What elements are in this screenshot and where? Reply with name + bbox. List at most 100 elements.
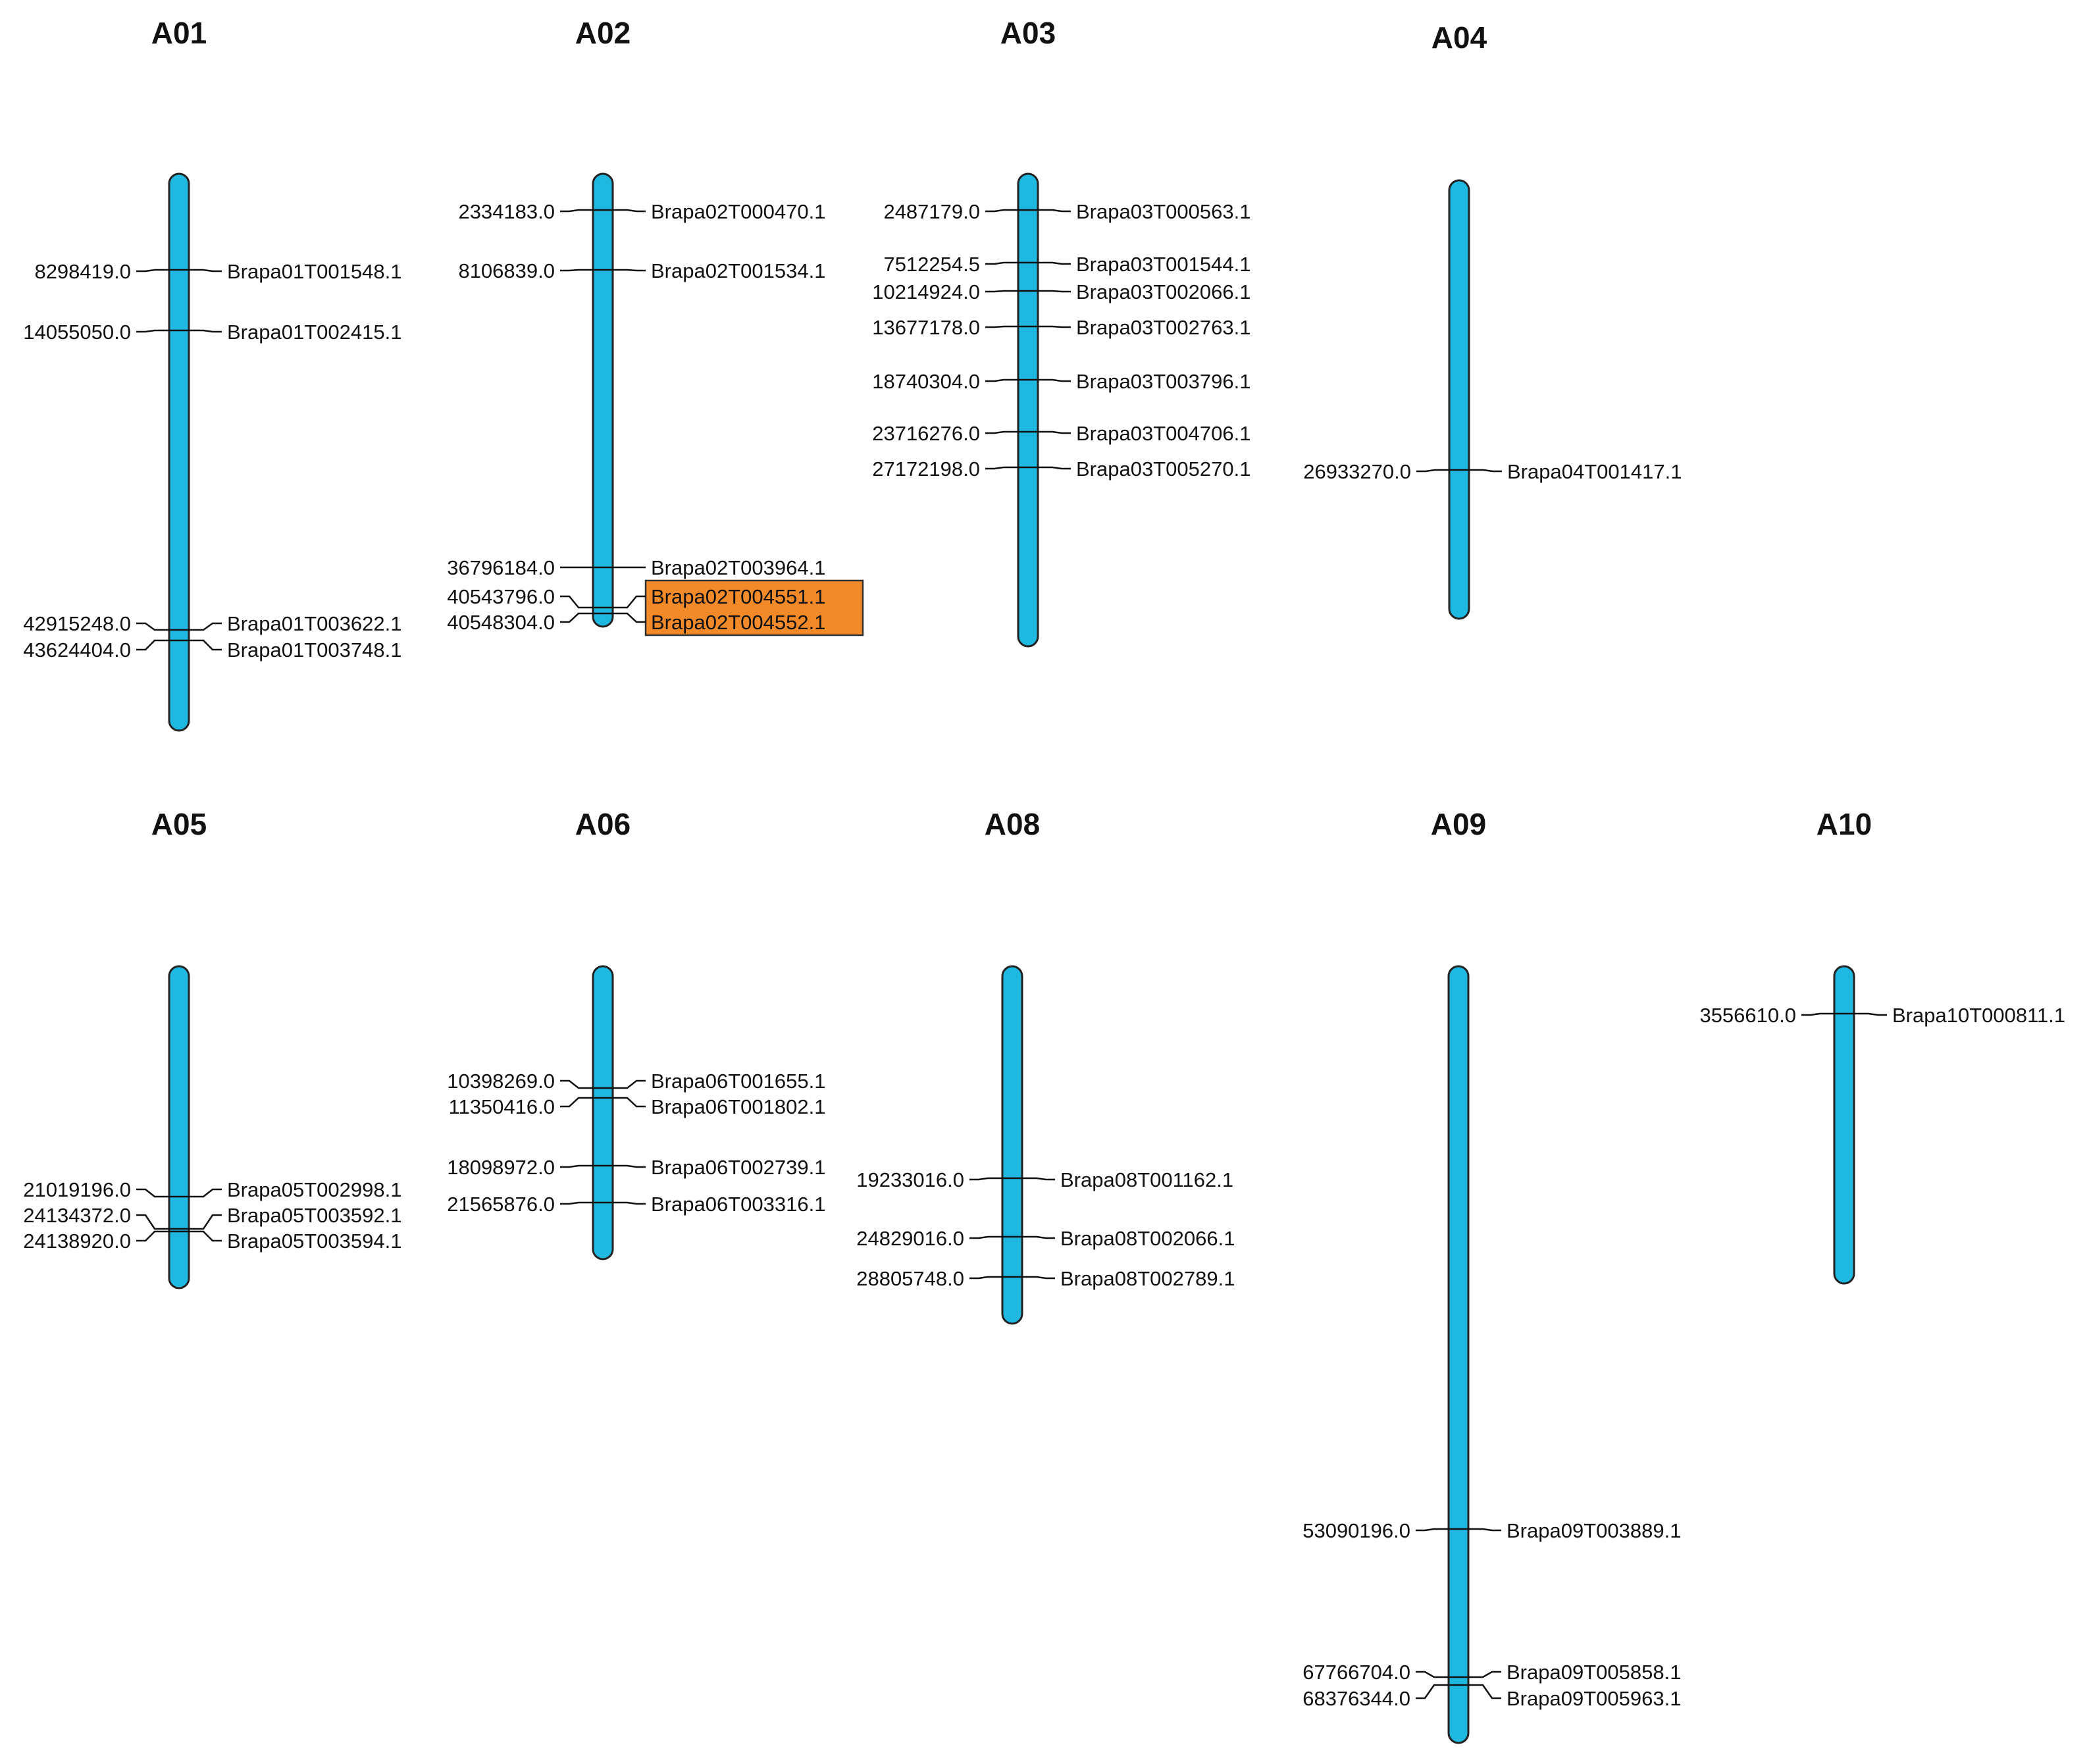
gene-label: Brapa02T004551.1 — [651, 585, 825, 608]
position-label: 24134372.0 — [23, 1204, 131, 1227]
chromosome-body — [1017, 172, 1039, 648]
position-connector — [136, 1214, 169, 1230]
position-connector — [560, 612, 593, 623]
gene-connector — [613, 1201, 646, 1205]
position-connector — [136, 329, 169, 333]
gene-connector — [1038, 325, 1071, 328]
gene-label: Brapa03T001544.1 — [1076, 253, 1250, 276]
chromosome-body — [168, 172, 190, 732]
gene-label: Brapa06T002739.1 — [651, 1156, 825, 1179]
gene-marker-brapa09t005858-1: 67766704.0 Brapa09T005858.1 — [1302, 1661, 1681, 1684]
gene-connector — [1469, 469, 1502, 473]
gene-label: Brapa08T001162.1 — [1060, 1168, 1233, 1191]
highlight-box — [644, 579, 864, 636]
gene-label: Brapa05T003594.1 — [227, 1230, 401, 1253]
position-connector — [985, 261, 1018, 265]
gene-label: Brapa09T005963.1 — [1507, 1687, 1681, 1710]
chromosome-body — [1447, 965, 1470, 1744]
position-label: 18740304.0 — [872, 370, 980, 393]
gene-marker-brapa08t001162-1: 19233016.0 Brapa08T001162.1 — [856, 1168, 1233, 1191]
position-label: 8298419.0 — [34, 260, 131, 283]
position-connector — [985, 430, 1018, 434]
gene-connector — [613, 595, 646, 609]
gene-connector — [1022, 1276, 1055, 1280]
gene-connector — [189, 622, 222, 631]
chromosome-title: A03 — [1000, 16, 1056, 50]
position-connector — [560, 595, 593, 609]
position-label: 67766704.0 — [1302, 1661, 1410, 1684]
position-label: 68376344.0 — [1302, 1687, 1410, 1710]
gene-label: Brapa01T002415.1 — [227, 321, 401, 344]
position-connector — [136, 1188, 169, 1198]
gene-connector — [613, 612, 646, 623]
chromosome-title: A05 — [151, 807, 207, 841]
gene-connector — [1038, 261, 1071, 265]
chromosome-body — [1833, 965, 1855, 1285]
gene-label: Brapa10T000811.1 — [1892, 1004, 2065, 1027]
gene-label: Brapa09T005858.1 — [1507, 1661, 1681, 1684]
chromosome-title: A01 — [151, 16, 207, 50]
position-connector — [136, 622, 169, 631]
position-connector — [1801, 1012, 1834, 1016]
gene-label: Brapa04T001417.1 — [1507, 460, 1682, 483]
gene-label: Brapa03T002066.1 — [1076, 280, 1250, 303]
chromosome-title: A10 — [1816, 807, 1872, 841]
chromosome-title: A08 — [985, 807, 1040, 841]
gene-marker-brapa05t003592-1: 24134372.0 Brapa05T003592.1 — [23, 1204, 401, 1230]
position-connector — [560, 269, 593, 272]
position-label: 23716276.0 — [872, 422, 980, 445]
gene-connector — [1468, 1528, 1501, 1532]
position-connector — [136, 269, 169, 272]
gene-marker-brapa03t002066-1: 10214924.0 Brapa03T002066.1 — [872, 280, 1250, 303]
gene-label: Brapa01T001548.1 — [227, 260, 401, 283]
gene-connector — [189, 1230, 222, 1242]
position-label: 24829016.0 — [856, 1227, 964, 1250]
gene-connector — [1038, 209, 1071, 213]
gene-label: Brapa06T001802.1 — [651, 1095, 825, 1118]
gene-label: Brapa03T004706.1 — [1076, 422, 1250, 445]
position-label: 53090196.0 — [1302, 1519, 1410, 1542]
position-label: 10214924.0 — [872, 280, 980, 303]
gene-connector — [613, 209, 646, 213]
position-label: 42915248.0 — [23, 612, 131, 635]
position-connector — [985, 209, 1018, 213]
gene-label: Brapa06T003316.1 — [651, 1193, 825, 1216]
gene-connector — [1468, 1671, 1501, 1678]
position-label: 19233016.0 — [856, 1168, 964, 1191]
position-connector — [136, 639, 169, 651]
gene-connector — [189, 1188, 222, 1198]
position-connector — [985, 466, 1018, 470]
gene-connector — [1038, 290, 1071, 293]
position-connector — [969, 1177, 1002, 1181]
chromosome-body — [592, 172, 614, 628]
gene-connector — [1468, 1684, 1501, 1699]
position-connector — [560, 209, 593, 213]
gene-connector — [189, 329, 222, 333]
position-label: 26933270.0 — [1303, 460, 1411, 483]
gene-connector — [189, 639, 222, 651]
gene-connector — [1854, 1012, 1887, 1016]
gene-label: Brapa05T003592.1 — [227, 1204, 401, 1227]
position-connector — [985, 290, 1018, 293]
gene-marker-brapa01t002415-1: 14055050.0 Brapa01T002415.1 — [23, 321, 401, 344]
position-label: 14055050.0 — [23, 321, 131, 344]
gene-label: Brapa01T003748.1 — [227, 638, 401, 662]
position-label: 27172198.0 — [872, 457, 980, 480]
chromosome-title: A09 — [1431, 807, 1486, 841]
